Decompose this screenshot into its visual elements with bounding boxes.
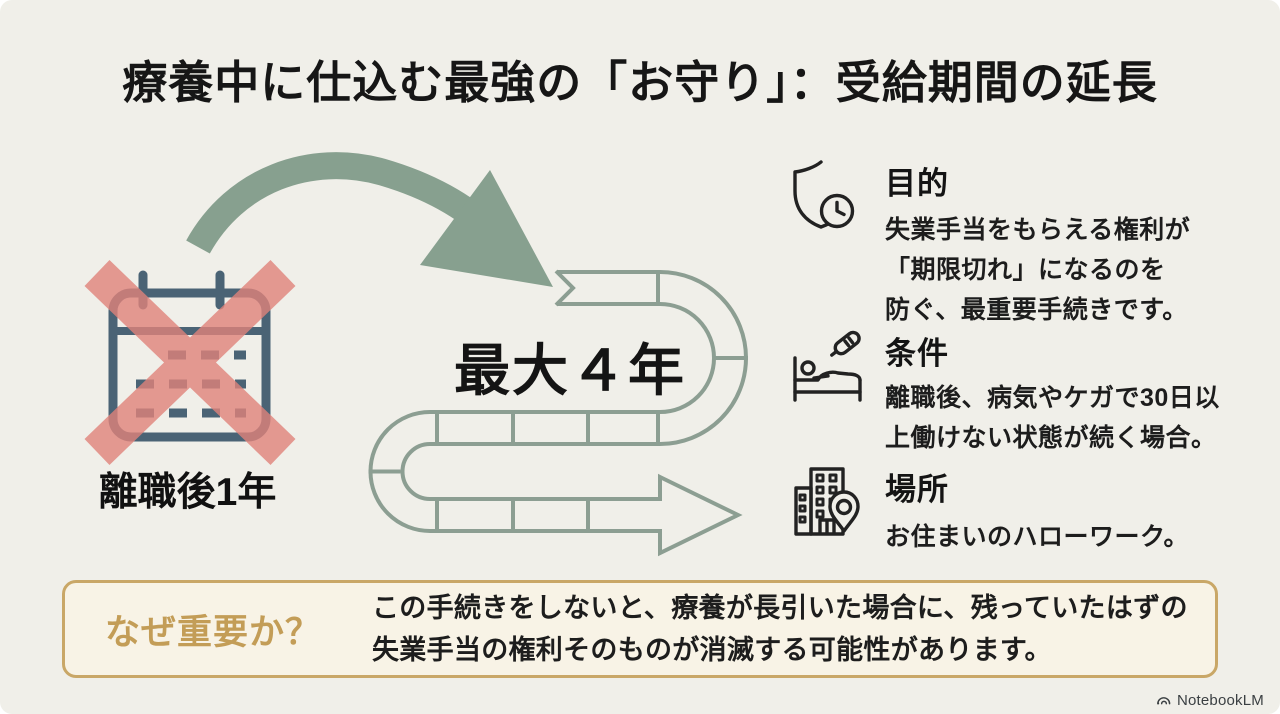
detail-line: お住まいのハローワーク。 <box>885 523 1190 551</box>
notebooklm-logo-icon <box>1155 692 1172 709</box>
detail-item-condition: 条件 離職後、病気やケガで30日以 上働けない状態が続く場合。 <box>788 328 1248 458</box>
importance-badge: なぜ重要か？ <box>105 612 322 652</box>
importance-body: この手続きをしないと、療養が長引いた場合に、残っていたはずの 失業手当の権利その… <box>372 587 1188 671</box>
page-title: 療養中に仕込む最強の「お守り」：受給期間の延長 <box>122 57 1158 108</box>
curved-arrow-icon <box>186 152 553 287</box>
footer-brand: NotebookLM <box>1155 692 1264 709</box>
importance-line: この手続きをしないと、療養が長引いた場合に、残っていたはずの <box>372 593 1188 623</box>
detail-line: 失業手当をもらえる権利が <box>885 216 1191 244</box>
detail-item-place: 場所 お住まいのハローワーク。 <box>788 464 1248 557</box>
extension-timeline-icon <box>368 269 748 557</box>
importance-line: 失業手当の権利そのものが消滅する可能性があります。 <box>372 635 1052 665</box>
shield-clock-icon <box>788 158 860 241</box>
detail-heading: 目的 <box>885 166 949 201</box>
before-period-label: 離職後1年 <box>98 471 277 514</box>
importance-callout: なぜ重要か？ この手続きをしないと、療養が長引いた場合に、残っていたはずの 失業… <box>62 580 1218 678</box>
detail-line: 「期限切れ」になるのを <box>885 256 1166 284</box>
sick-bed-icon <box>788 328 868 409</box>
detail-line: 離職後、病気やケガで30日以 <box>885 384 1220 412</box>
building-pin-icon <box>788 464 862 547</box>
detail-item-purpose: 目的 失業手当をもらえる権利が 「期限切れ」になるのを 防ぐ、最重要手続きです。 <box>788 158 1248 330</box>
max-duration-label: 最大４年 <box>454 339 686 402</box>
detail-heading: 条件 <box>885 336 949 371</box>
detail-line: 上働けない状態が続く場合。 <box>885 424 1217 452</box>
detail-line: 防ぐ、最重要手続きです。 <box>885 296 1188 324</box>
cross-icon <box>84 260 296 465</box>
detail-heading: 場所 <box>885 472 949 507</box>
footer-brand-label: NotebookLM <box>1176 692 1264 709</box>
